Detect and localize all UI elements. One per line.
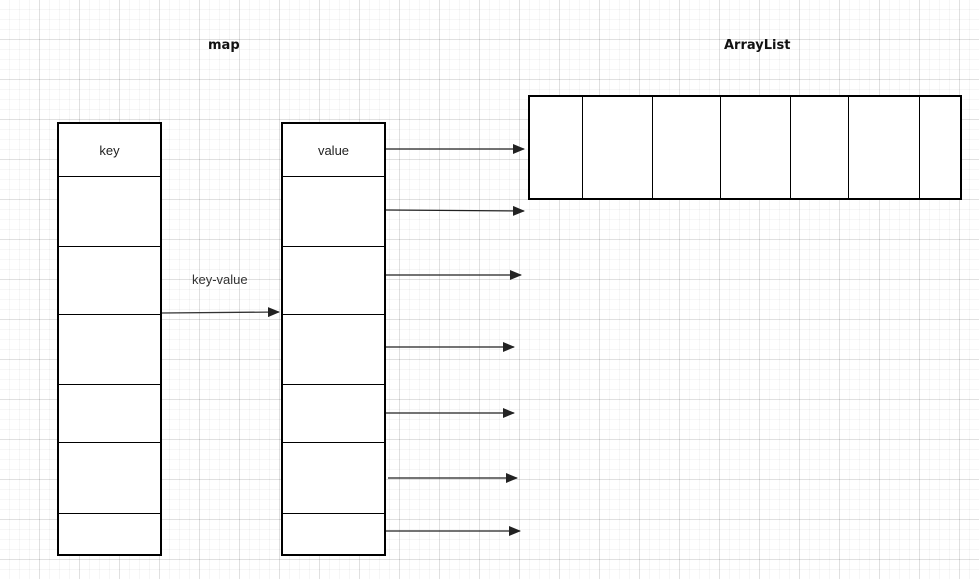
value-cell [283,176,384,246]
value-cell-header: value [317,142,350,158]
arraylist-cell [919,97,962,198]
value-cell [283,442,384,513]
key-cell [59,314,160,384]
key-column: key [57,122,162,556]
arraylist-cell [848,97,919,198]
key-cell [59,442,160,513]
arraylist-title: ArrayList [724,38,791,53]
key-cell [59,176,160,246]
value-cell [283,314,384,384]
value-cell [283,384,384,442]
arraylist-cell [790,97,848,198]
arraylist-cell [652,97,720,198]
value-cell [283,246,384,314]
arraylist-row [528,95,962,200]
key-value-label: key-value [192,272,248,287]
arraylist-cell [720,97,790,198]
value-arrow [385,205,525,216]
value-cell [283,513,384,556]
key-to-value-arrow [161,307,280,318]
key-cell [59,384,160,442]
map-title: map [208,38,240,53]
key-cell-header: key [99,142,120,158]
value-column: value [281,122,386,556]
key-cell [59,246,160,314]
arraylist-cell [582,97,652,198]
key-cell [59,513,160,556]
